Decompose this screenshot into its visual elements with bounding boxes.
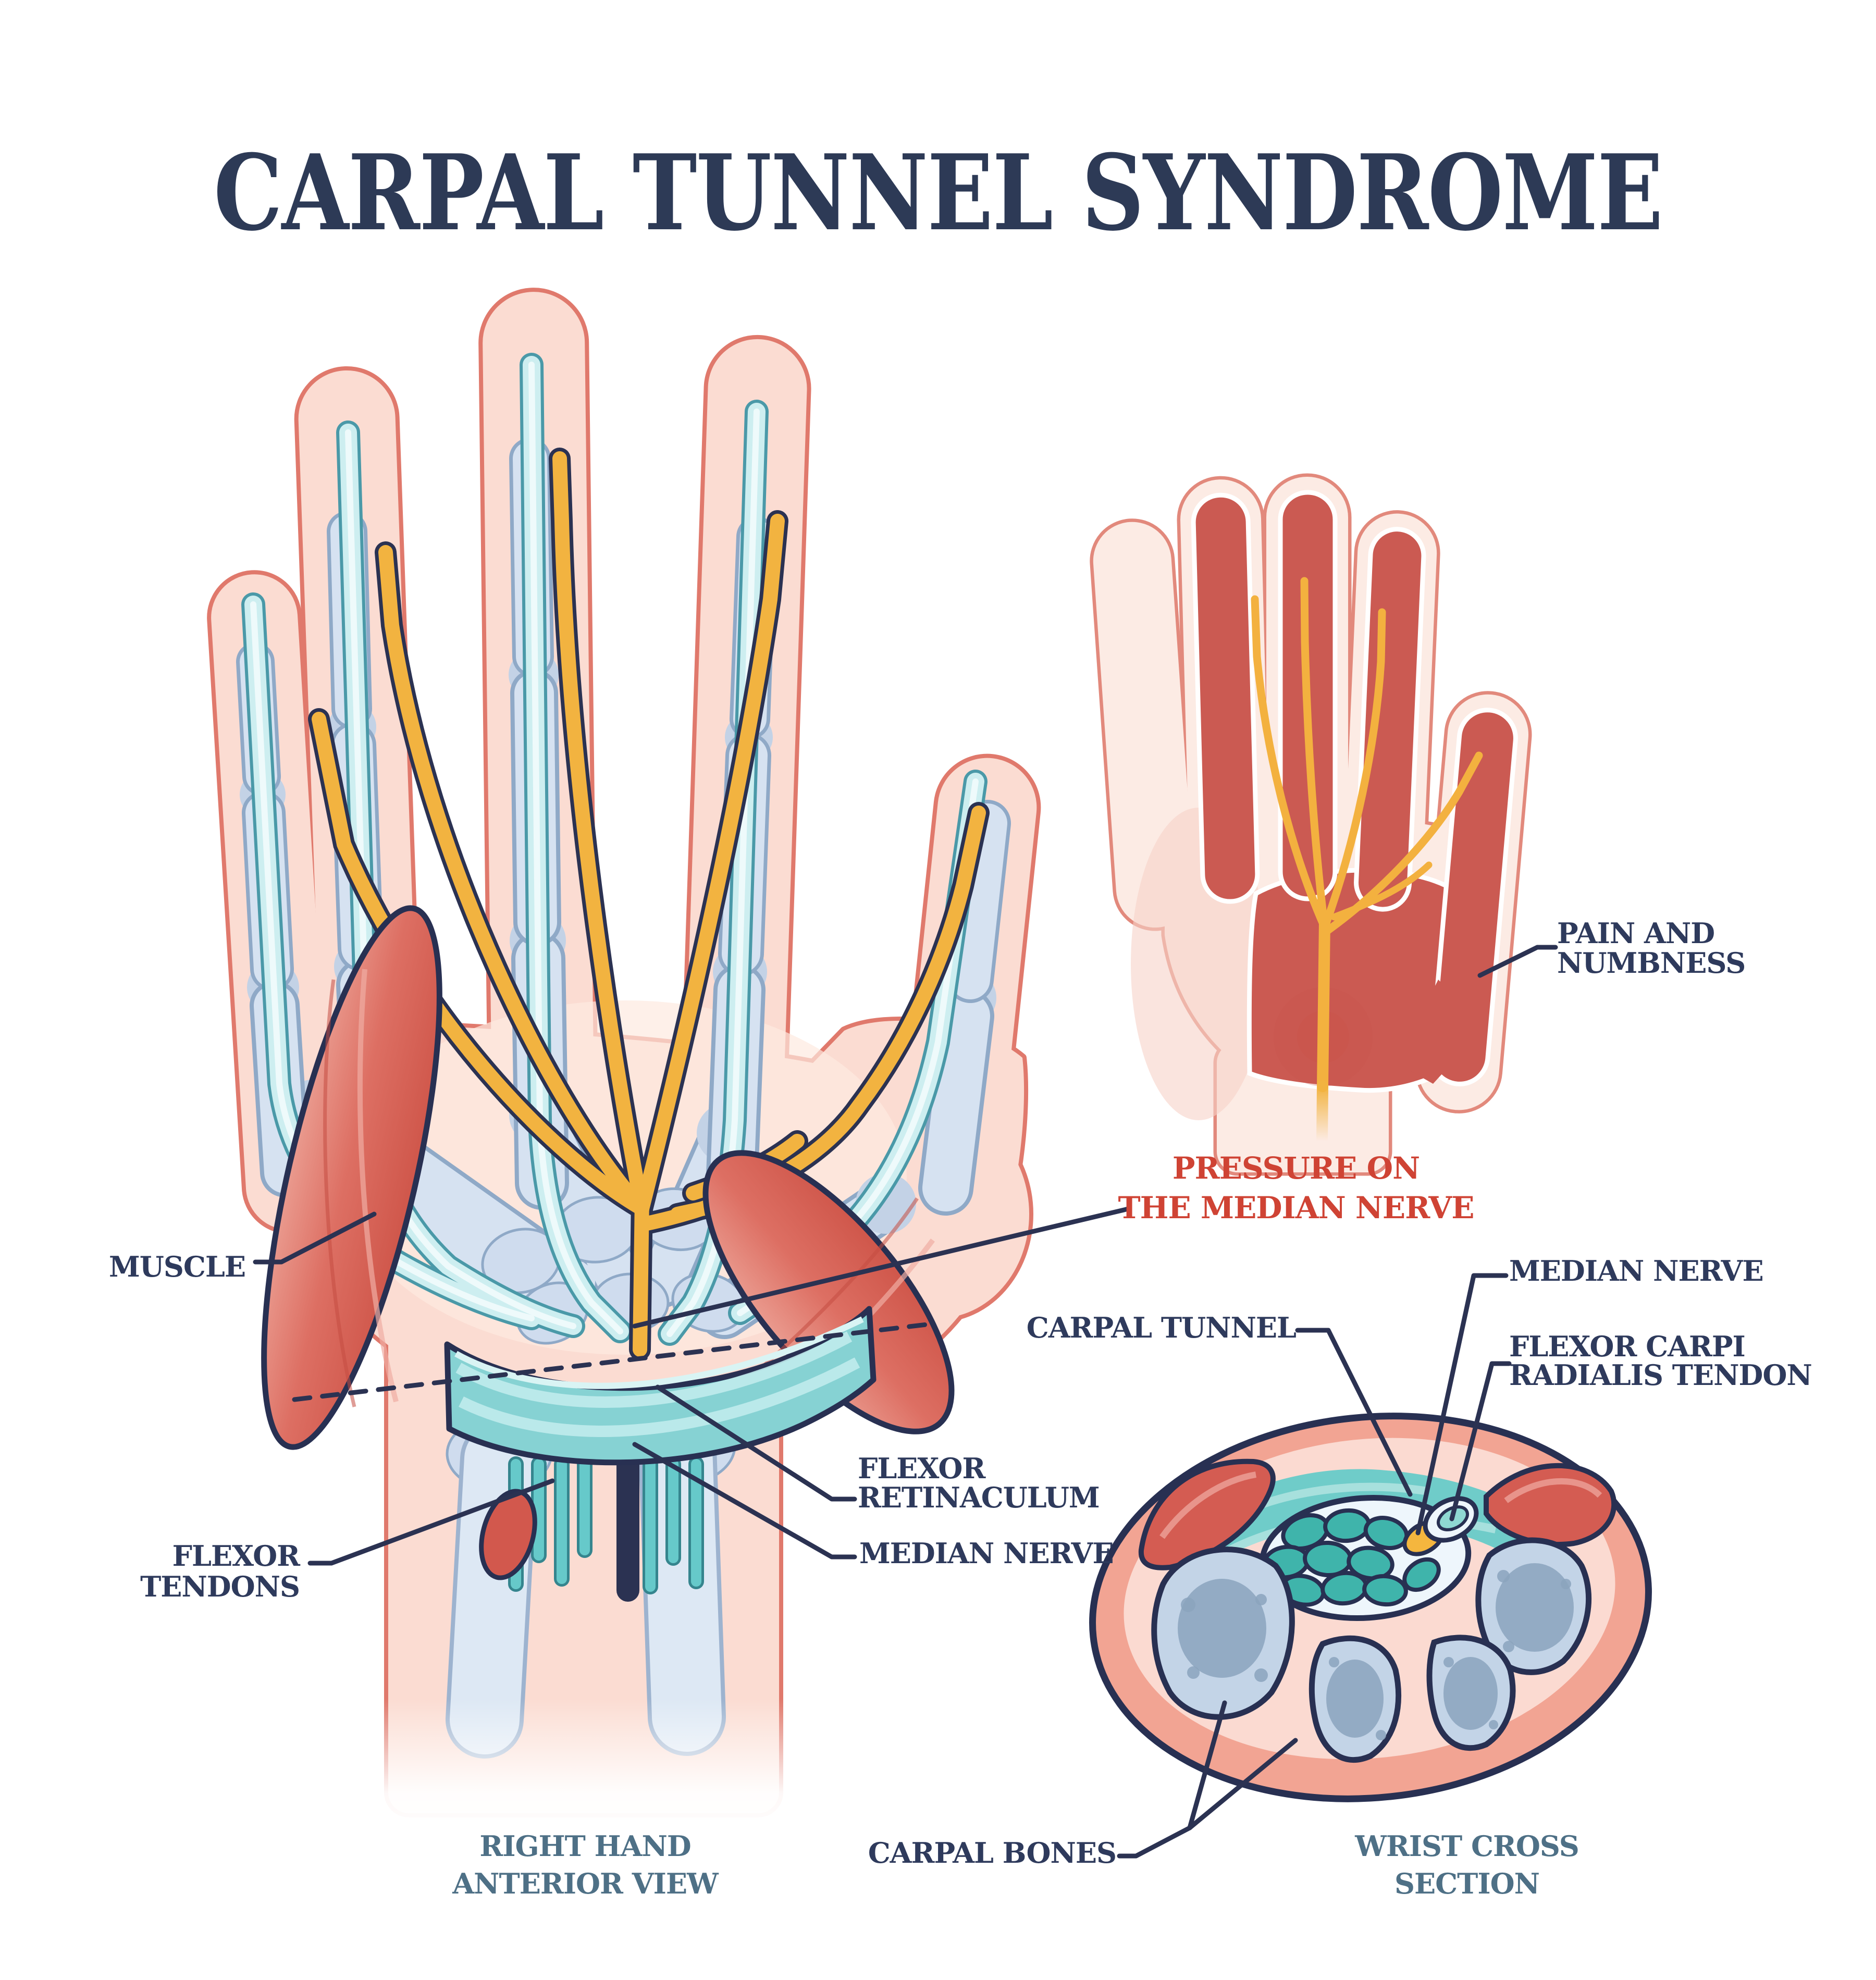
leader-carpal-bones-a <box>1187 1700 1227 1830</box>
caption-wrist-cross-2: SECTION <box>1394 1867 1539 1900</box>
caption-wrist-cross-1: WRIST CROSS <box>1354 1829 1578 1863</box>
leader-flexor-retinaculum <box>655 1384 857 1502</box>
label-median-nerve-right: MEDIAN NERVE <box>1509 1254 1763 1288</box>
label-flexor-retinaculum-2: RETINACULUM <box>858 1481 1100 1514</box>
section-muscle-left <box>1138 1458 1276 1570</box>
wrist-cross-section-illustration <box>1089 1413 1652 1802</box>
hypothenar-muscle <box>261 905 442 1450</box>
label-pressure-2: THE MEDIAN NERVE <box>1118 1190 1474 1226</box>
leader-flexor-tendons <box>307 1478 555 1566</box>
pressure-hand-illustration <box>1091 477 1532 1172</box>
label-flexor-tendons-2: TENDONS <box>140 1570 300 1603</box>
small-hand-nerve <box>1251 577 1483 1147</box>
label-muscle: MUSCLE <box>109 1250 245 1283</box>
median-nerve-pain-area <box>1191 490 1518 1093</box>
leader-carpal-tunnel <box>1295 1328 1413 1497</box>
leader-pain-numbness <box>1477 945 1558 978</box>
label-pain-2: NUMBNESS <box>1557 946 1745 980</box>
label-carpal-tunnel: CARPAL TUNNEL <box>1027 1311 1296 1344</box>
caption-right-hand-1: RIGHT HAND <box>479 1829 690 1863</box>
section-muscle-right <box>1484 1463 1617 1548</box>
anterior-hand-illustration <box>208 291 1042 1845</box>
leader-carpal-bones <box>1117 1825 1192 1859</box>
section-plane-dashed-line <box>292 1321 938 1402</box>
leader-muscle <box>253 1211 377 1265</box>
label-flexor-tendons-1: FLEXOR <box>172 1539 301 1573</box>
forearm-tendon-strands <box>479 1447 704 1602</box>
page-title: CARPAL TUNNEL SYNDROME <box>214 132 1662 254</box>
labels: MUSCLE FLEXOR TENDONS FLEXOR RETINACULUM… <box>109 917 1812 1900</box>
forearm-fade <box>354 1699 834 1845</box>
label-flexor-retinaculum-1: FLEXOR <box>858 1452 986 1485</box>
section-carpal-bones <box>1151 1537 1592 1763</box>
leader-pressure <box>632 1206 1131 1329</box>
label-median-nerve-left: MEDIAN NERVE <box>859 1537 1114 1570</box>
label-carpal-bones: CARPAL BONES <box>868 1836 1116 1870</box>
label-pressure-1: PRESSURE ON <box>1172 1150 1420 1186</box>
label-flexor-carpi-1: FLEXOR CARPI <box>1509 1330 1745 1363</box>
leader-median-nerve-left <box>632 1442 857 1560</box>
leader-carpal-bones-b <box>1187 1738 1298 1830</box>
leader-flexor-carpi <box>1449 1361 1512 1521</box>
flexor-retinaculum-band <box>444 1306 877 1466</box>
label-flexor-carpi-2: RADIALIS TENDON <box>1509 1358 1812 1392</box>
label-pain-1: PAIN AND <box>1557 917 1714 950</box>
caption-right-hand-2: ANTERIOR VIEW <box>452 1867 719 1900</box>
leader-median-nerve-right <box>1415 1273 1509 1536</box>
leader-lines <box>253 945 1558 1859</box>
